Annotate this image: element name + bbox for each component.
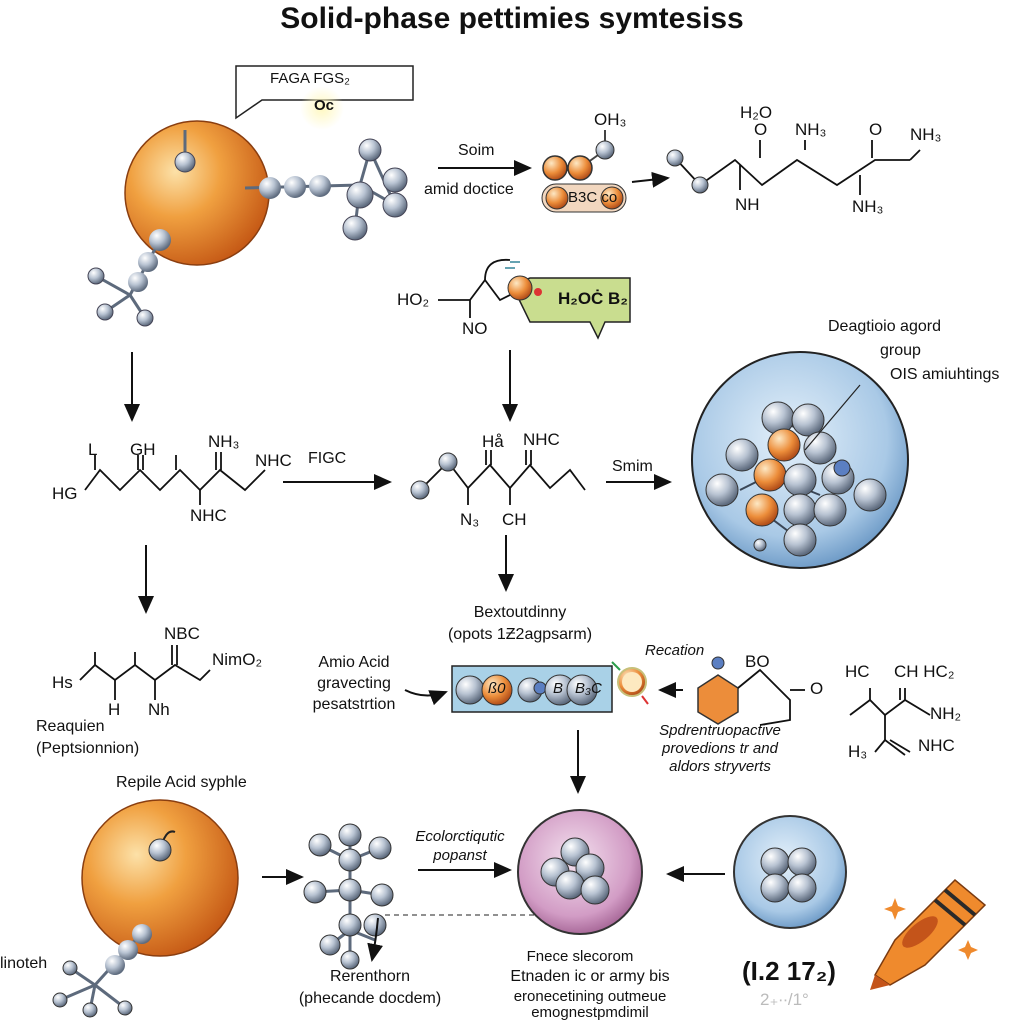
left-low-molecule (79, 645, 211, 700)
small-bead-pair (541, 130, 627, 213)
linoteh-label: linoteh (0, 955, 48, 972)
arrow-to-molecule (631, 171, 670, 188)
reaction-desc1: Spdrentruopactive (659, 722, 781, 739)
label-smim: Smim (612, 458, 653, 475)
label-l: L (88, 440, 98, 459)
label-nh3b: NH₃ (910, 125, 942, 144)
bottom-left-resin-bead (52, 799, 239, 1018)
diagram-title: Solid-phase pettimies symtesiss (280, 2, 744, 35)
protecting-group-tag (507, 275, 631, 340)
reaquien-line1: Reaquien (36, 718, 105, 735)
amino-acid-strip (451, 665, 613, 713)
purple-resin-sphere (517, 809, 643, 935)
resin-callout-line1: Deagtioio agord (828, 318, 941, 335)
label-figc: FIGC (308, 450, 347, 467)
reaction-label: Recation (645, 642, 705, 659)
fnece-line2: Etnaden ic or army bis (510, 968, 670, 985)
label-nh3c: NH₃ (852, 197, 884, 216)
label-n2: N₃ (460, 510, 480, 529)
label-h-mid: Hå (482, 432, 504, 451)
top-left-resin-bead (87, 65, 414, 327)
reaction-desc2: provedions tr and (662, 740, 778, 757)
label-o1: O (754, 120, 768, 139)
label-nhc-mid: NHC (523, 430, 560, 449)
label-hc: HC (845, 662, 870, 681)
reaction-desc3: aldors stryverts (669, 758, 771, 775)
label-ho2: HO₂ (397, 290, 430, 309)
bextuet-line1: Bextoutdinny (473, 604, 567, 621)
arrows (124, 160, 725, 962)
label-ch: CH (502, 510, 527, 529)
arrow-amino (404, 689, 448, 706)
fnece-line4: emognestpmdimil (531, 1004, 649, 1021)
label-o2: O (869, 120, 883, 139)
label-hs: Hs (52, 673, 73, 692)
label-amid-doctice: amid doctice (424, 181, 514, 198)
callout-line1: FAGA FGS₂ (270, 70, 351, 87)
label-ch-hc2: CH HC₂ (894, 662, 955, 681)
center-top-molecule (438, 258, 521, 318)
reaction-sphere (611, 661, 649, 705)
label-h3: H₃ (848, 742, 868, 761)
label-bead-pair: B3C co (568, 189, 618, 206)
label-nh3a: NH₃ (795, 120, 827, 139)
label-no: NO (462, 319, 488, 338)
resin-callout-line2: group (880, 342, 921, 359)
label-h-low: H (108, 700, 121, 719)
label-nbc: NBC (164, 624, 200, 643)
arrow-peptide-down (367, 917, 383, 962)
repile-label: Repile Acid syphle (116, 774, 247, 791)
label-nh-low: Nh (148, 700, 170, 719)
blue-resin-sphere (691, 351, 909, 569)
label-nh2: NH₂ (930, 704, 962, 723)
formula-sub: 2₊∙∙/1° (760, 990, 809, 1009)
label-bo: BO (745, 652, 770, 671)
formula-main: (I.2 17₂) (742, 956, 836, 986)
right-low-molecule (849, 688, 931, 756)
center-mid-molecule (419, 450, 586, 505)
label-nh: NH (735, 195, 760, 214)
label-soim: Soim (458, 142, 495, 159)
top-right-molecule (674, 140, 921, 195)
label-gh: GH (130, 440, 156, 459)
amino-line1: Amio Acid (318, 654, 390, 671)
label-oh3: OH₃ (594, 110, 627, 129)
label-nhc-right-low: NHC (918, 736, 955, 755)
label-nhc-right: NHC (255, 451, 292, 470)
resin-callout-line3: OIS amiuhtings (890, 366, 1000, 383)
left-mid-molecule (84, 452, 266, 505)
strip-label-a: ß0 (488, 680, 506, 697)
poponst-label: popanst (433, 847, 487, 864)
strip-label-c: B₃C (575, 680, 602, 697)
fnece-line3: eronecetining outmeue (513, 988, 667, 1005)
strip-label-b: B (553, 680, 564, 697)
reaquien-line2: (Peptsionnion) (36, 740, 140, 757)
label-tag: H₂OĊ B₂ (558, 289, 628, 308)
label-hg: HG (52, 484, 78, 503)
amino-line2: gravecting (317, 675, 391, 692)
callout-line2: Oc (314, 97, 335, 114)
label-h2o: H₂O (740, 103, 773, 122)
renthorn-line2: (phecande docdem) (298, 990, 442, 1007)
bextuet-line2: (opots 1Ƶ2agpsarm) (447, 626, 593, 643)
label-nh3-left: NH₃ (208, 432, 240, 451)
crayon-icon (870, 878, 987, 990)
small-blue-resin (733, 815, 847, 929)
label-nhc-bottom: NHC (190, 506, 227, 525)
renthorn-line1: Rerenthorn (329, 968, 411, 985)
label-nimo2: NimO₂ (212, 650, 263, 669)
amino-line3: pesatstrtion (312, 696, 396, 713)
label-o-lactone: O (810, 679, 824, 698)
branched-peptide (303, 823, 570, 970)
ecolo-label: Ecolorctiqutic (415, 828, 505, 845)
lactone-molecule (697, 656, 805, 726)
fnece-line1: Fnece slecorom (526, 948, 634, 965)
